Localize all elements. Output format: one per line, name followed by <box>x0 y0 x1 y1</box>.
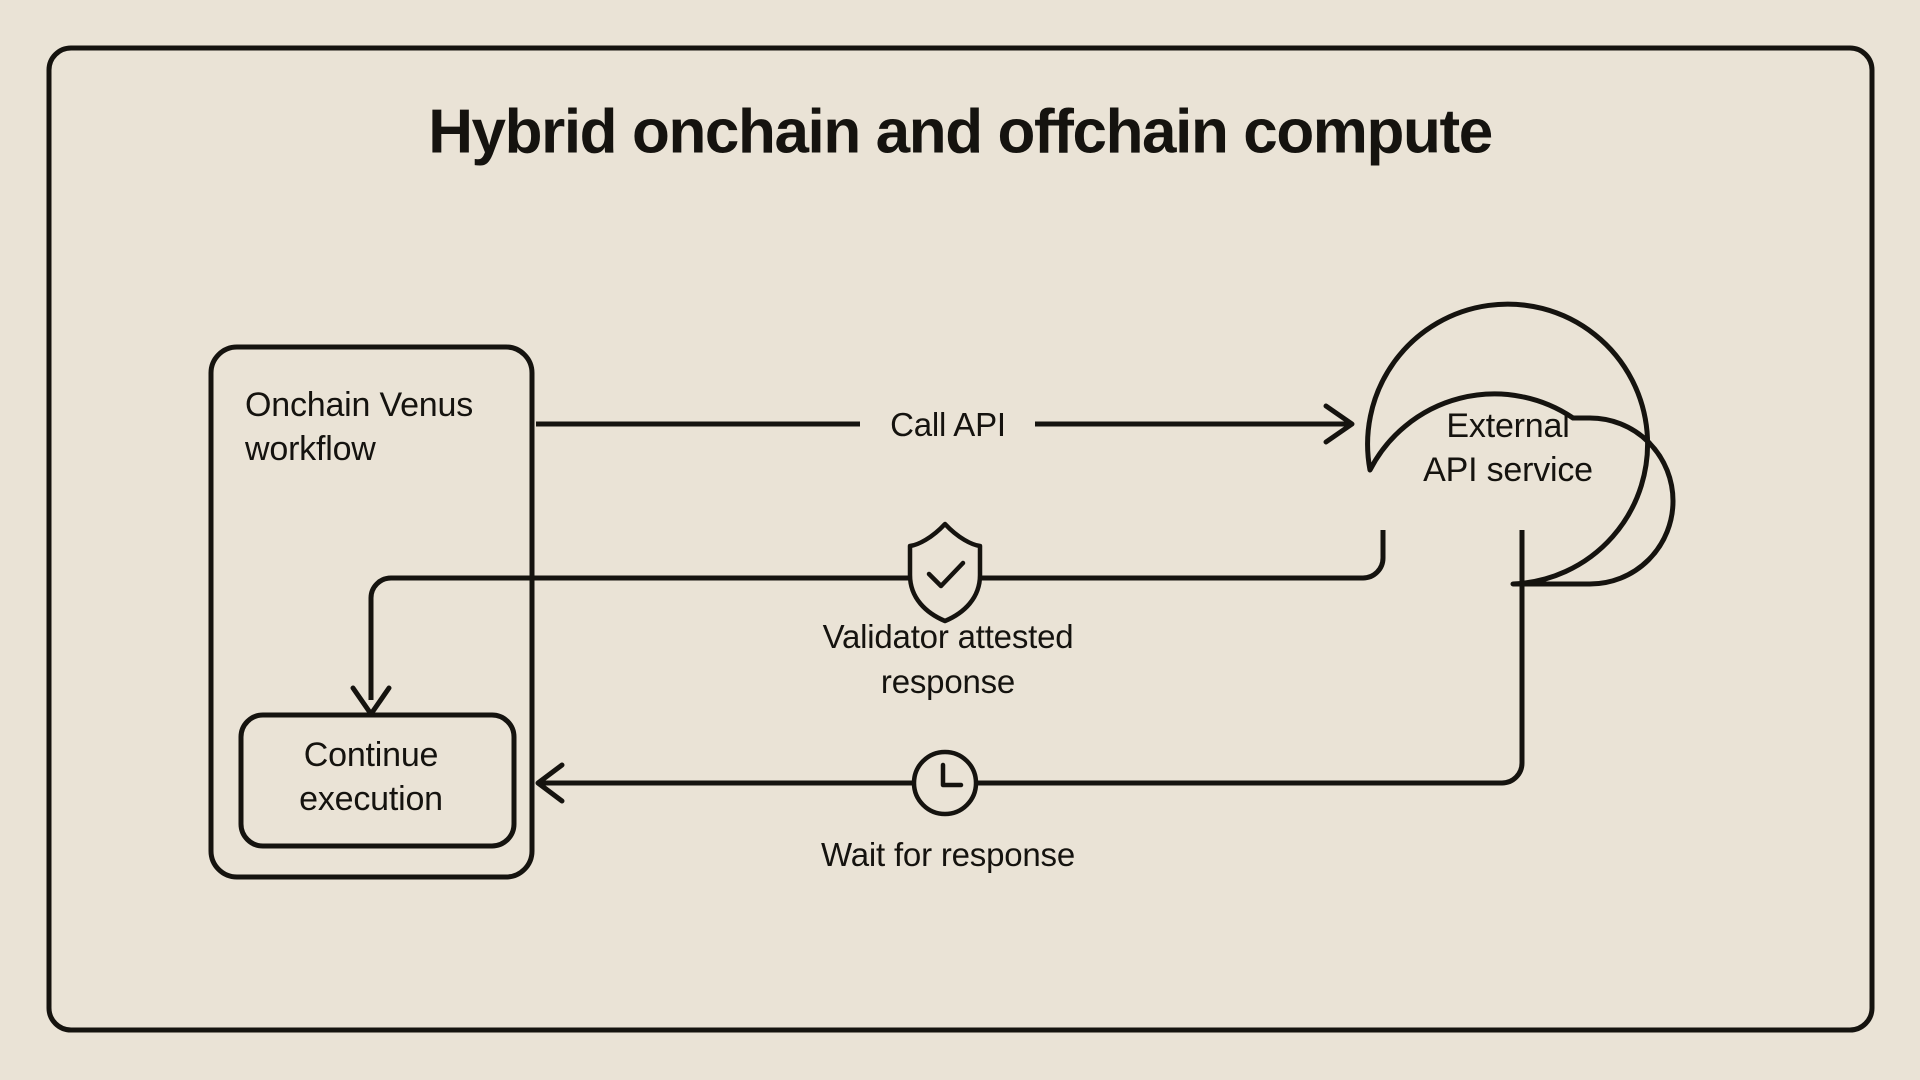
card-frame <box>46 45 1875 1033</box>
edge-validator-line-left <box>368 575 910 700</box>
edge-validator-label-line1: Validator attested <box>823 618 1074 655</box>
node-continue-execution-label-line1: Continue <box>304 736 439 774</box>
edge-validator-arrowhead <box>350 685 392 717</box>
node-onchain-venus-workflow-label-line1: Onchain Venus <box>245 386 473 424</box>
node-onchain-venus-workflow <box>208 344 535 880</box>
edge-call-api-label: Call API <box>890 406 1006 443</box>
edge-wait-label: Wait for response <box>821 836 1075 873</box>
node-external-api-label-line1: External <box>1446 407 1569 445</box>
node-continue-execution <box>238 712 517 849</box>
node-onchain-venus-workflow-label-line2: workflow <box>244 430 376 468</box>
edge-wait-line-right <box>978 530 1525 786</box>
shield-check-icon <box>907 521 983 624</box>
node-external-api-label-line2: API service <box>1423 451 1593 489</box>
node-continue-execution-label-line2: execution <box>299 780 443 818</box>
edge-wait-arrowhead <box>535 762 565 804</box>
edge-validator-line-right <box>981 530 1386 581</box>
edge-call-api-arrowhead <box>1323 403 1355 445</box>
page-title: Hybrid onchain and offchain compute <box>428 97 1492 166</box>
clock-icon <box>911 749 979 817</box>
node-external-api-cloud <box>1365 301 1676 587</box>
edge-validator-label-line2: response <box>881 663 1015 700</box>
